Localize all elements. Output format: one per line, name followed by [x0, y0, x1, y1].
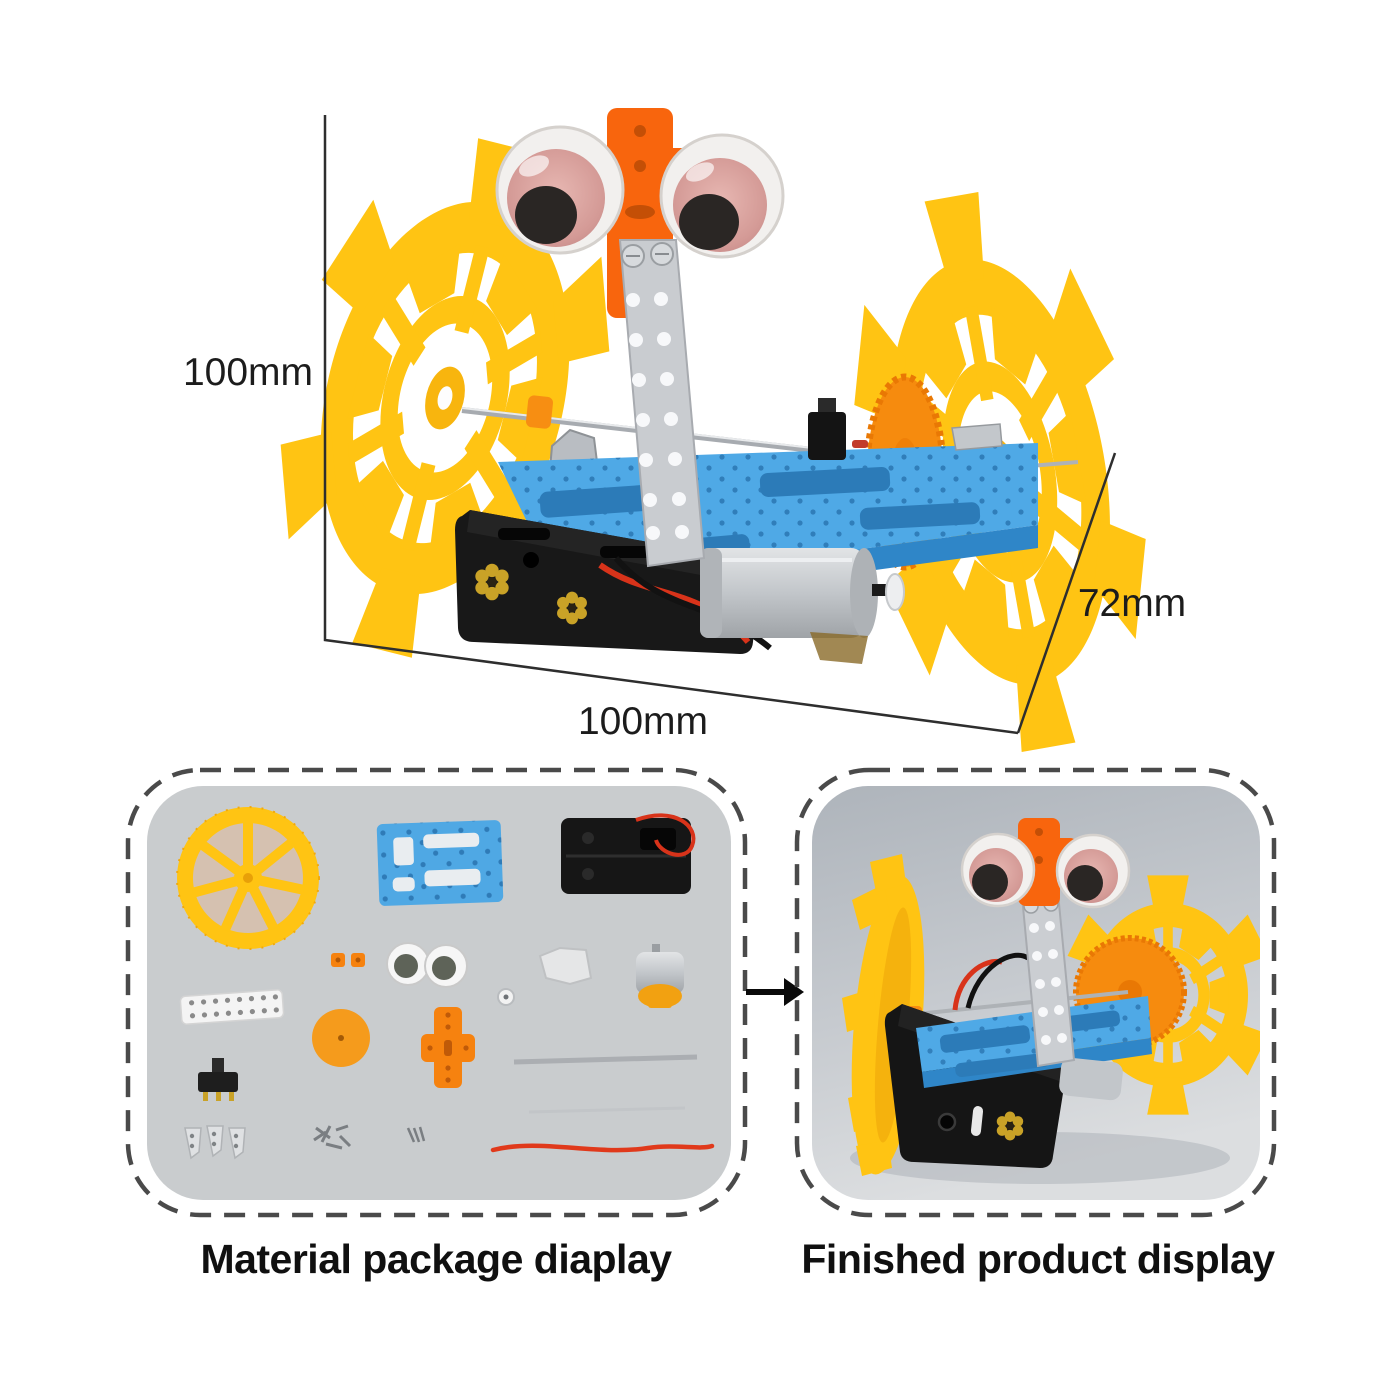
materials-dashed-border	[125, 767, 748, 1218]
fin-motor	[1059, 1057, 1123, 1101]
materials-parts	[176, 806, 715, 1160]
kit-white-strip	[179, 989, 285, 1025]
power-switch	[808, 398, 868, 460]
kit-metal-bracket	[538, 946, 593, 986]
dimension-lines	[323, 115, 1117, 735]
hero-robot-photo	[238, 108, 1179, 771]
kit-switch	[198, 1058, 238, 1101]
kit-wheel	[176, 806, 320, 950]
kit-orange-cross	[421, 1007, 475, 1088]
googly-eye-right	[659, 133, 785, 259]
depth-dimension-line	[1016, 452, 1117, 734]
kit-orange-disc	[312, 1009, 370, 1067]
fin-chassis-plate	[916, 996, 1152, 1088]
fin-neck-strip	[1020, 891, 1076, 1068]
materials-caption: Material package diaplay	[200, 1236, 672, 1282]
kit-orange-pegs	[331, 953, 365, 967]
kit-red-lead-wire	[490, 1143, 715, 1153]
finished-panel	[794, 767, 1277, 1218]
kit-red-wire	[635, 813, 696, 857]
neck-strip	[618, 239, 706, 568]
kit-plate	[376, 820, 504, 906]
kit-googly-eyes	[386, 942, 468, 988]
fin-googly-eye-right	[1055, 833, 1131, 909]
finished-robot	[842, 818, 1260, 1184]
fin-axle	[897, 990, 1129, 1018]
depth-dimension-label: 72mm	[1077, 582, 1187, 625]
kit-thin-rod	[528, 1106, 686, 1114]
kit-screws	[313, 1124, 352, 1150]
kit-small-screws	[406, 1126, 426, 1143]
googly-eye-left	[495, 125, 625, 255]
kit-washer	[497, 988, 515, 1006]
width-dimension-label: 100mm	[577, 700, 709, 743]
fin-black-wire	[965, 952, 1030, 1009]
height-width-dimension-line	[323, 115, 1019, 735]
kit-corner-clips	[184, 1125, 246, 1160]
fin-googly-eye-left	[960, 832, 1036, 908]
materials-panel	[125, 767, 748, 1218]
kit-battery-box	[561, 813, 696, 894]
kit-motor	[636, 944, 684, 1008]
finished-caption: Finished product display	[801, 1236, 1275, 1282]
right-arrow-icon	[746, 978, 804, 1006]
dc-motor	[700, 548, 905, 664]
finished-dashed-border	[794, 767, 1277, 1218]
kit-axle-rod	[513, 1054, 698, 1065]
height-dimension-label: 100mm	[182, 351, 314, 394]
